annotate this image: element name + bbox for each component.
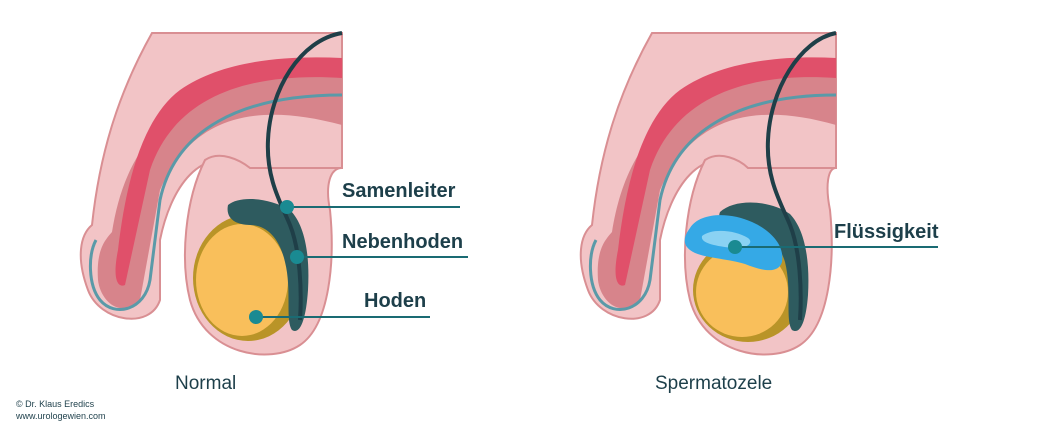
normal-anatomy: Samenleiter Nebenhoden Hoden Normal	[79, 31, 468, 394]
urethra-line	[88, 93, 343, 311]
spermatocele-anatomy: Flüssigkeit Spermatozele	[579, 31, 939, 394]
corpus-cavernosum-right	[615, 57, 836, 286]
testis-core	[196, 224, 288, 336]
corpus-cavernosum	[115, 57, 342, 286]
caption-spermatozele: Spermatozele	[655, 373, 772, 394]
vas-deferens-cord-right	[765, 31, 837, 321]
urethra-line-right	[588, 93, 837, 311]
credit-author: © Dr. Klaus Eredics	[16, 399, 95, 409]
epididymis-right	[719, 202, 809, 332]
dot-nebenhoden	[290, 250, 304, 264]
dot-hoden	[249, 310, 263, 324]
dot-samenleiter	[280, 200, 294, 214]
label-samenleiter: Samenleiter	[342, 180, 456, 202]
label-fluessigkeit: Flüssigkeit	[834, 221, 939, 243]
caption-normal: Normal	[175, 373, 236, 394]
label-hoden: Hoden	[364, 290, 426, 312]
label-nebenhoden: Nebenhoden	[342, 231, 463, 253]
vas-deferens-cord	[265, 31, 343, 321]
epididymis	[227, 198, 309, 331]
dot-fluessigkeit	[728, 240, 742, 254]
credit-website: www.urologewien.com	[15, 411, 106, 421]
